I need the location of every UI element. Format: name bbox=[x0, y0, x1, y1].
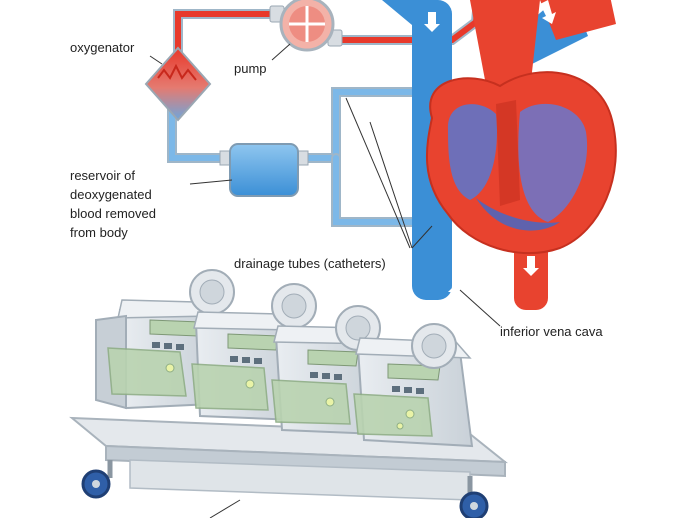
label-reservoir-line-3: blood removed bbox=[70, 206, 156, 221]
label-reservoir-line-1: reservoir of bbox=[70, 168, 135, 183]
label-reservoir-line-4: from body bbox=[70, 225, 128, 240]
label-inferior-vena-cava: inferior vena cava bbox=[500, 324, 603, 339]
reservoir-icon bbox=[220, 144, 308, 196]
label-drainage-tubes: drainage tubes (catheters) bbox=[234, 256, 386, 271]
heart-lung-machine-icon bbox=[72, 270, 505, 518]
heart-icon bbox=[427, 72, 616, 253]
oxygenator-icon bbox=[146, 48, 210, 120]
pump-icon bbox=[270, 0, 342, 50]
deoxygenated-tubing bbox=[172, 62, 438, 270]
label-pump: pump bbox=[234, 61, 267, 76]
label-oxygenator: oxygenator bbox=[70, 40, 135, 55]
label-reservoir-line-2: deoxygenated bbox=[70, 187, 152, 202]
